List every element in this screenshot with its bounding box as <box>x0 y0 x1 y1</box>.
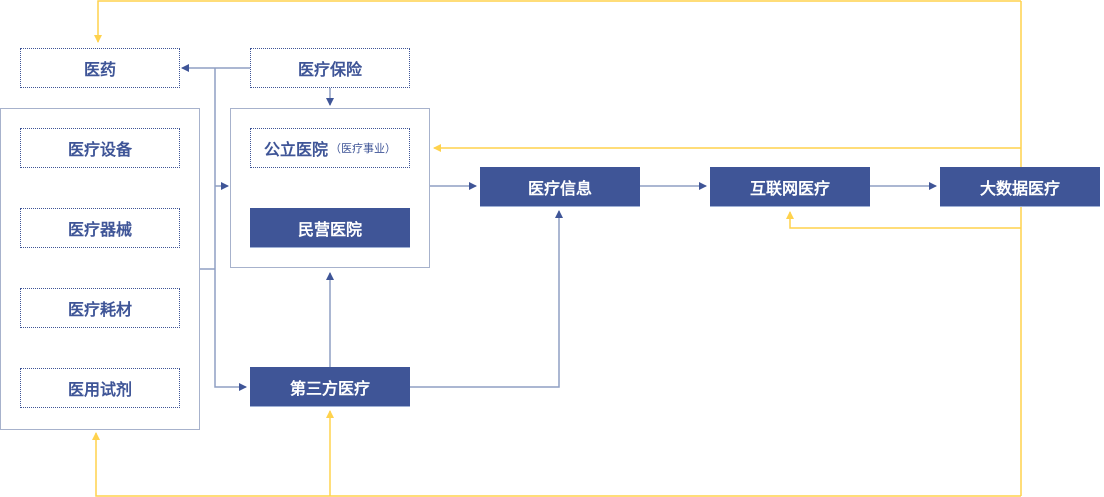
node-public-hospital[interactable]: 公立医院 （医疗事业） <box>250 128 410 168</box>
node-public-hospital-note: （医疗事业） <box>330 142 396 155</box>
node-third-party-medical[interactable]: 第三方医疗 <box>250 367 410 407</box>
node-medical-instruments[interactable]: 医疗器械 <box>20 208 180 248</box>
node-medical-insurance-label: 医疗保险 <box>297 60 362 79</box>
node-medical-insurance[interactable]: 医疗保险 <box>250 48 410 88</box>
node-medical-consumables-label: 医疗耗材 <box>67 300 132 319</box>
node-medicine-label: 医药 <box>83 60 116 79</box>
connector-thirdparty-to-info <box>410 210 563 388</box>
node-big-data-medical-label: 大数据医疗 <box>979 178 1060 198</box>
node-medical-information[interactable]: 医疗信息 <box>480 167 640 207</box>
node-big-data-medical[interactable]: 大数据医疗 <box>940 167 1100 207</box>
node-third-party-medical-label: 第三方医疗 <box>289 378 370 398</box>
feedback-bottom <box>92 432 1021 497</box>
hospitals-group <box>230 108 430 268</box>
node-medicine[interactable]: 医药 <box>20 48 180 88</box>
node-medical-equipment[interactable]: 医疗设备 <box>20 128 180 168</box>
node-private-hospital-label: 民营医院 <box>297 219 362 239</box>
node-medical-reagents-label: 医用试剂 <box>67 380 132 399</box>
node-medical-consumables[interactable]: 医疗耗材 <box>20 288 180 328</box>
node-private-hospital[interactable]: 民营医院 <box>250 208 410 248</box>
node-medical-instruments-label: 医疗器械 <box>67 220 132 239</box>
node-internet-medical-label: 互联网医疗 <box>749 178 830 198</box>
node-internet-medical[interactable]: 互联网医疗 <box>710 167 870 207</box>
feedback-to-medicine <box>94 0 1021 43</box>
node-medical-reagents[interactable]: 医用试剂 <box>20 368 180 408</box>
connector-trunk <box>214 68 247 391</box>
supplies-group <box>0 108 200 430</box>
node-medical-equipment-label: 医疗设备 <box>67 140 132 159</box>
node-public-hospital-label: 公立医院 <box>263 140 328 159</box>
node-medical-information-label: 医疗信息 <box>527 178 592 198</box>
feedback-to-internet <box>786 211 1021 229</box>
